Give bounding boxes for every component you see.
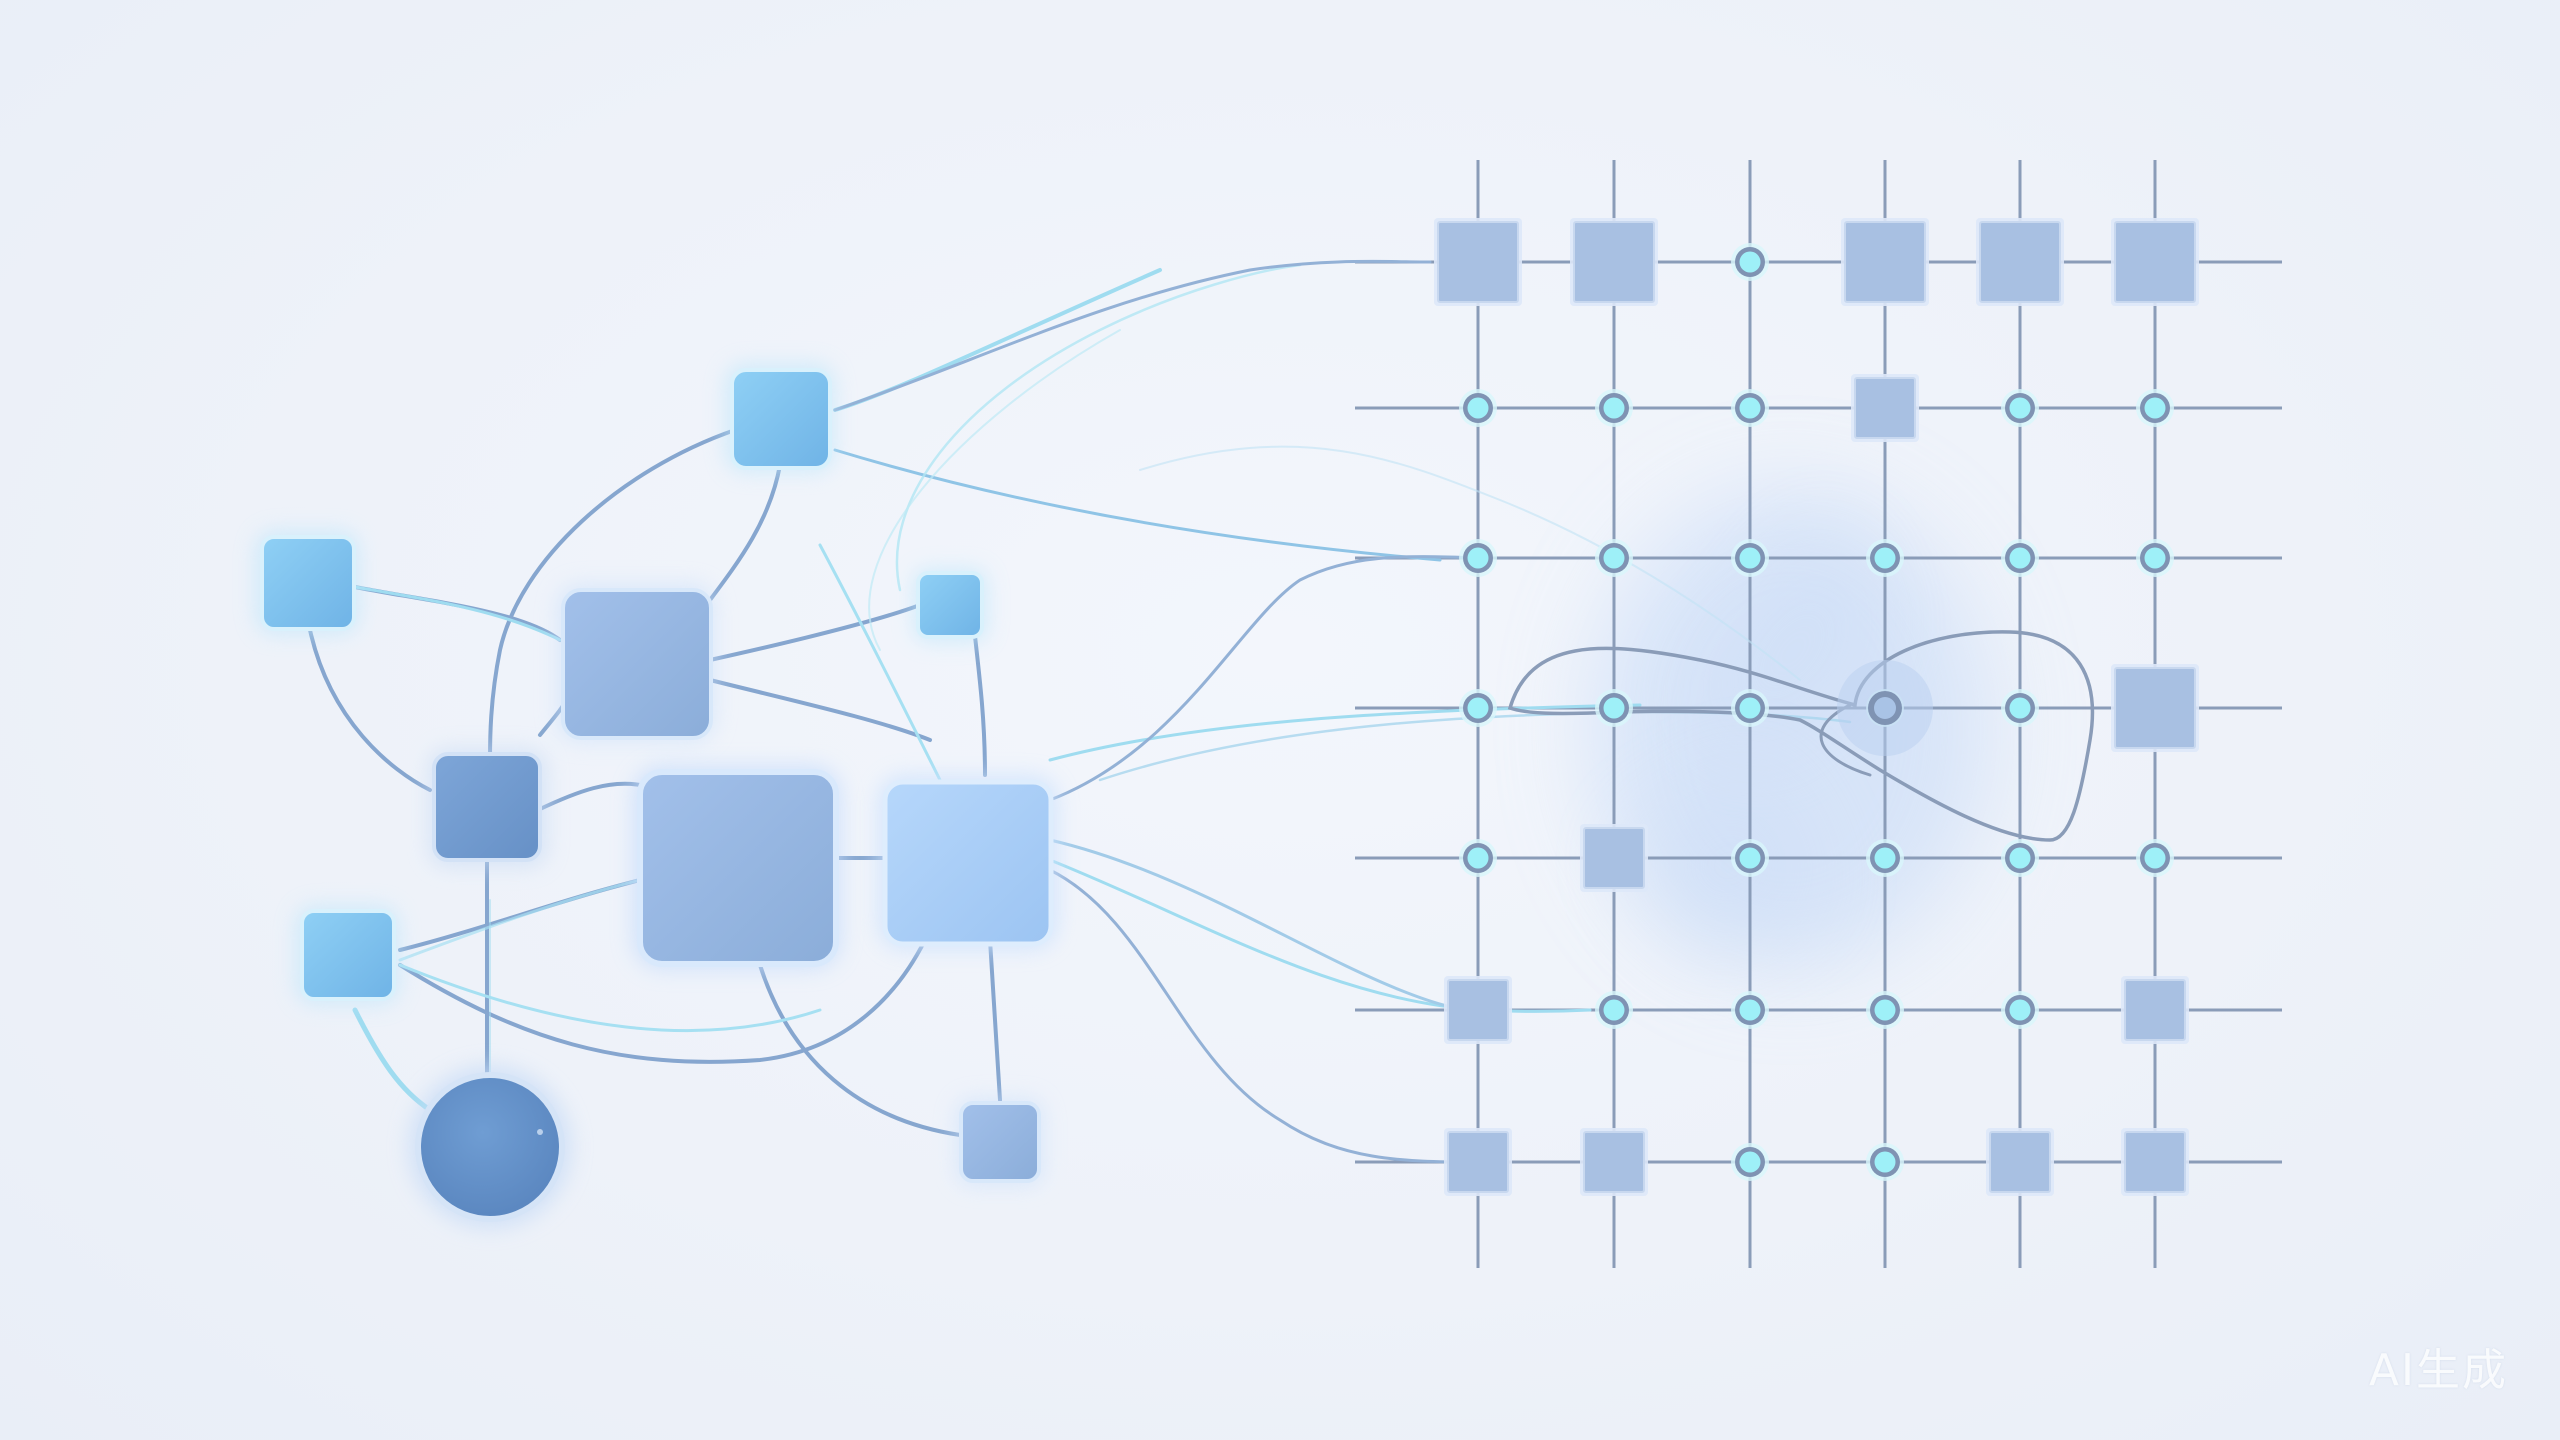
node-square: [955, 1097, 1045, 1187]
grid-square: [1580, 824, 1648, 892]
edge-cyan: [398, 963, 822, 1033]
grid-dot: [1459, 839, 1497, 877]
grid-dot: [1595, 539, 1633, 577]
flow-edge: [1048, 555, 1480, 802]
network-nodes: [255, 363, 1058, 1229]
edge-cyan: [1048, 858, 1592, 1013]
grid-dot: [1731, 539, 1769, 577]
grid-square: [1976, 218, 2064, 306]
edge: [708, 603, 922, 662]
grid-dot: [2136, 389, 2174, 427]
grid-square: [1444, 1128, 1512, 1196]
grid-dot: [1731, 1143, 1769, 1181]
grid-dot: [1866, 1143, 1904, 1181]
grid-square: [1444, 976, 1512, 1044]
grid-dot: [1459, 389, 1497, 427]
node-square: [725, 363, 835, 473]
node-square-large: [878, 775, 1058, 950]
grid-dot: [1866, 539, 1904, 577]
grid-square: [1434, 218, 1522, 306]
grid-square: [1580, 1128, 1648, 1196]
node-square: [556, 583, 716, 743]
edge-cyan: [1048, 703, 1642, 762]
grid-dot: [2136, 839, 2174, 877]
edge: [758, 963, 962, 1137]
network-edges: [308, 259, 2095, 1164]
edge-cyan: [398, 878, 642, 962]
node-square: [913, 568, 988, 643]
grid-dot: [2001, 991, 2039, 1029]
grid-square: [2121, 1128, 2189, 1196]
node-circle: [408, 1065, 572, 1229]
grid-dot: [2136, 539, 2174, 577]
flow-edge: [833, 259, 1432, 412]
grid-dot: [1731, 839, 1769, 877]
watermark-text: AI生成: [2368, 1345, 2508, 1396]
grid-dot: [1459, 689, 1497, 727]
grid-dot: [1866, 839, 1904, 877]
grid-dot: [1459, 539, 1497, 577]
loop-edge: [1819, 703, 1872, 777]
grid-square: [2111, 664, 2199, 752]
grid-dot: [2001, 689, 2039, 727]
grid-square: [2121, 976, 2189, 1044]
edge: [536, 781, 642, 812]
grid-dot: [1731, 243, 1769, 281]
edge-cyan: [352, 1007, 433, 1113]
edge: [488, 428, 737, 762]
edge-cyan: [818, 543, 942, 782]
grid-square: [1986, 1128, 2054, 1196]
grid-dot: [1731, 991, 1769, 1029]
flow-edge: [1048, 868, 1480, 1164]
grid-square: [1841, 218, 1929, 306]
glow-shard: [1620, 760, 1830, 960]
node-square-large: [632, 765, 842, 970]
grid-dot: [1595, 389, 1633, 427]
grid-dot: [1731, 689, 1769, 727]
grid-dot: [1595, 689, 1633, 727]
grid-square: [1570, 218, 1658, 306]
node-square: [255, 530, 360, 635]
grid-dot: [2001, 839, 2039, 877]
node-square: [428, 748, 548, 868]
grid-dot: [1731, 389, 1769, 427]
grid-square: [1851, 374, 1919, 442]
flow-edge: [1048, 838, 1480, 1012]
grid-square: [2111, 218, 2199, 306]
edge-cyan: [895, 263, 1302, 592]
edge-cyan: [868, 329, 1121, 651]
grid-dot: [2001, 389, 2039, 427]
flow-edge: [1139, 445, 1801, 681]
grid-dot-focus: [1868, 691, 1902, 725]
edge-cyan: [353, 585, 562, 642]
edge: [398, 938, 927, 1064]
edge-cyan: [833, 268, 1162, 412]
edge: [353, 585, 562, 642]
glow-layer: [1590, 490, 1990, 970]
edge-cyan: [833, 448, 1442, 562]
grid-dot: [2001, 539, 2039, 577]
edge: [308, 628, 432, 792]
edge: [708, 678, 932, 742]
grid-dot: [1595, 991, 1633, 1029]
grid-cells: [1434, 218, 2199, 1196]
edge: [708, 463, 782, 602]
node-square: [295, 905, 400, 1005]
edge: [988, 938, 1002, 1102]
grid-dot: [1866, 991, 1904, 1029]
